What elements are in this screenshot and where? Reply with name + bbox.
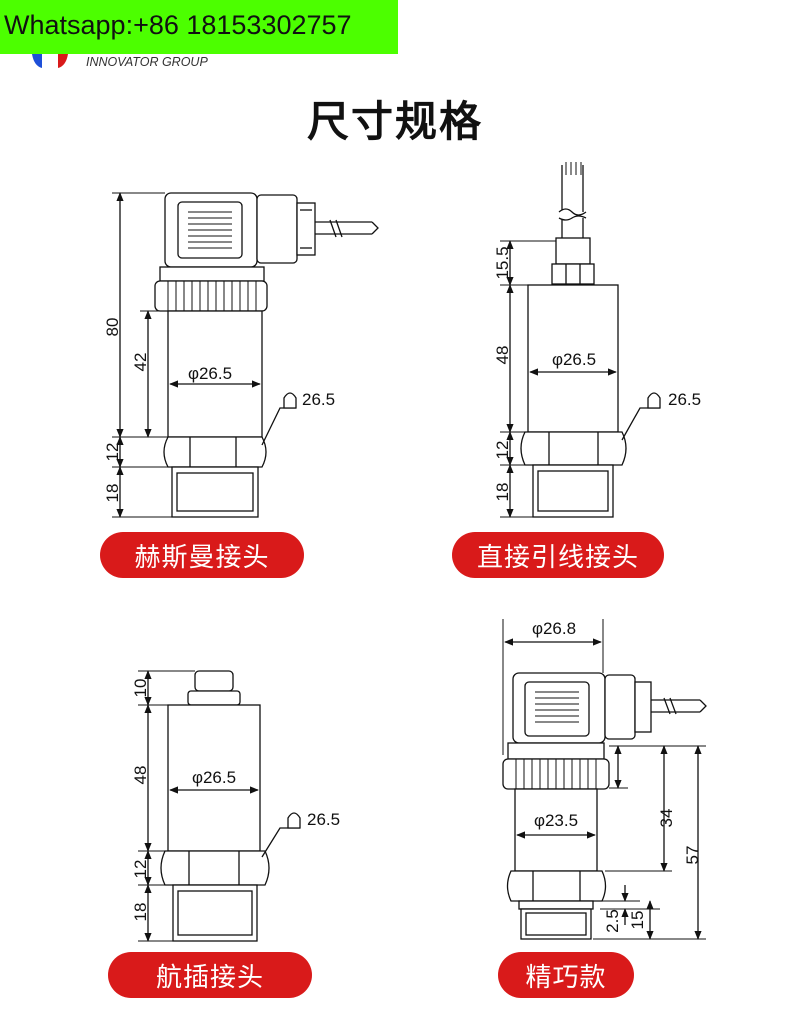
- dim-body-3: 48: [131, 766, 150, 785]
- whatsapp-banner: Whatsapp:+86 18153302757: [0, 0, 398, 54]
- dim-head-diameter-4: φ26.8: [532, 619, 576, 638]
- dim-thread-3: 18: [131, 903, 150, 922]
- dim-nut-2: 12: [493, 441, 512, 460]
- dim-diameter-1: φ26.5: [188, 364, 232, 383]
- page-title: 尺寸规格: [306, 97, 483, 146]
- logo-icon: [32, 54, 68, 68]
- dim-nut-1: 12: [103, 443, 122, 462]
- dim-hex-1: 26.5: [302, 390, 335, 409]
- label-direct-cable: 直接引线接头: [452, 532, 664, 578]
- dim-body-4: 34: [657, 809, 676, 828]
- whatsapp-contact: Whatsapp:+86 18153302757: [4, 10, 352, 40]
- logo-text: INNOVATOR GROUP: [86, 55, 208, 69]
- dim-diameter-2: φ26.5: [552, 350, 596, 369]
- dim-body-1: 42: [131, 353, 150, 372]
- label-compact: 精巧款: [498, 952, 634, 998]
- dim-thread-2: 18: [493, 483, 512, 502]
- sensor-drawing-hirschmann: [112, 192, 379, 518]
- dim-top-3: 10: [131, 679, 150, 698]
- dim-hex-3: 26.5: [307, 810, 340, 829]
- dim-thread-1: 18: [103, 484, 122, 503]
- dim-top-2: 15.5: [493, 246, 512, 279]
- dim-diameter-4: φ23.5: [534, 811, 578, 830]
- dim-total-1: 80: [103, 318, 122, 337]
- dim-total-4: 57: [683, 846, 702, 865]
- dim-b-4: 15: [628, 911, 647, 930]
- label-hirschmann: 赫斯曼接头: [100, 532, 304, 578]
- dim-nut-3: 12: [131, 860, 150, 879]
- sensor-drawing-direct-cable: [500, 162, 661, 518]
- dim-a-4: 2.5: [603, 909, 622, 933]
- sensor-drawing-compact: [502, 619, 707, 940]
- dim-body-2: 48: [493, 346, 512, 365]
- sensor-drawing-aviation-plug: [138, 670, 301, 942]
- dim-hex-2: 26.5: [668, 390, 701, 409]
- label-aviation-plug: 航插接头: [108, 952, 312, 998]
- dim-diameter-3: φ26.5: [192, 768, 236, 787]
